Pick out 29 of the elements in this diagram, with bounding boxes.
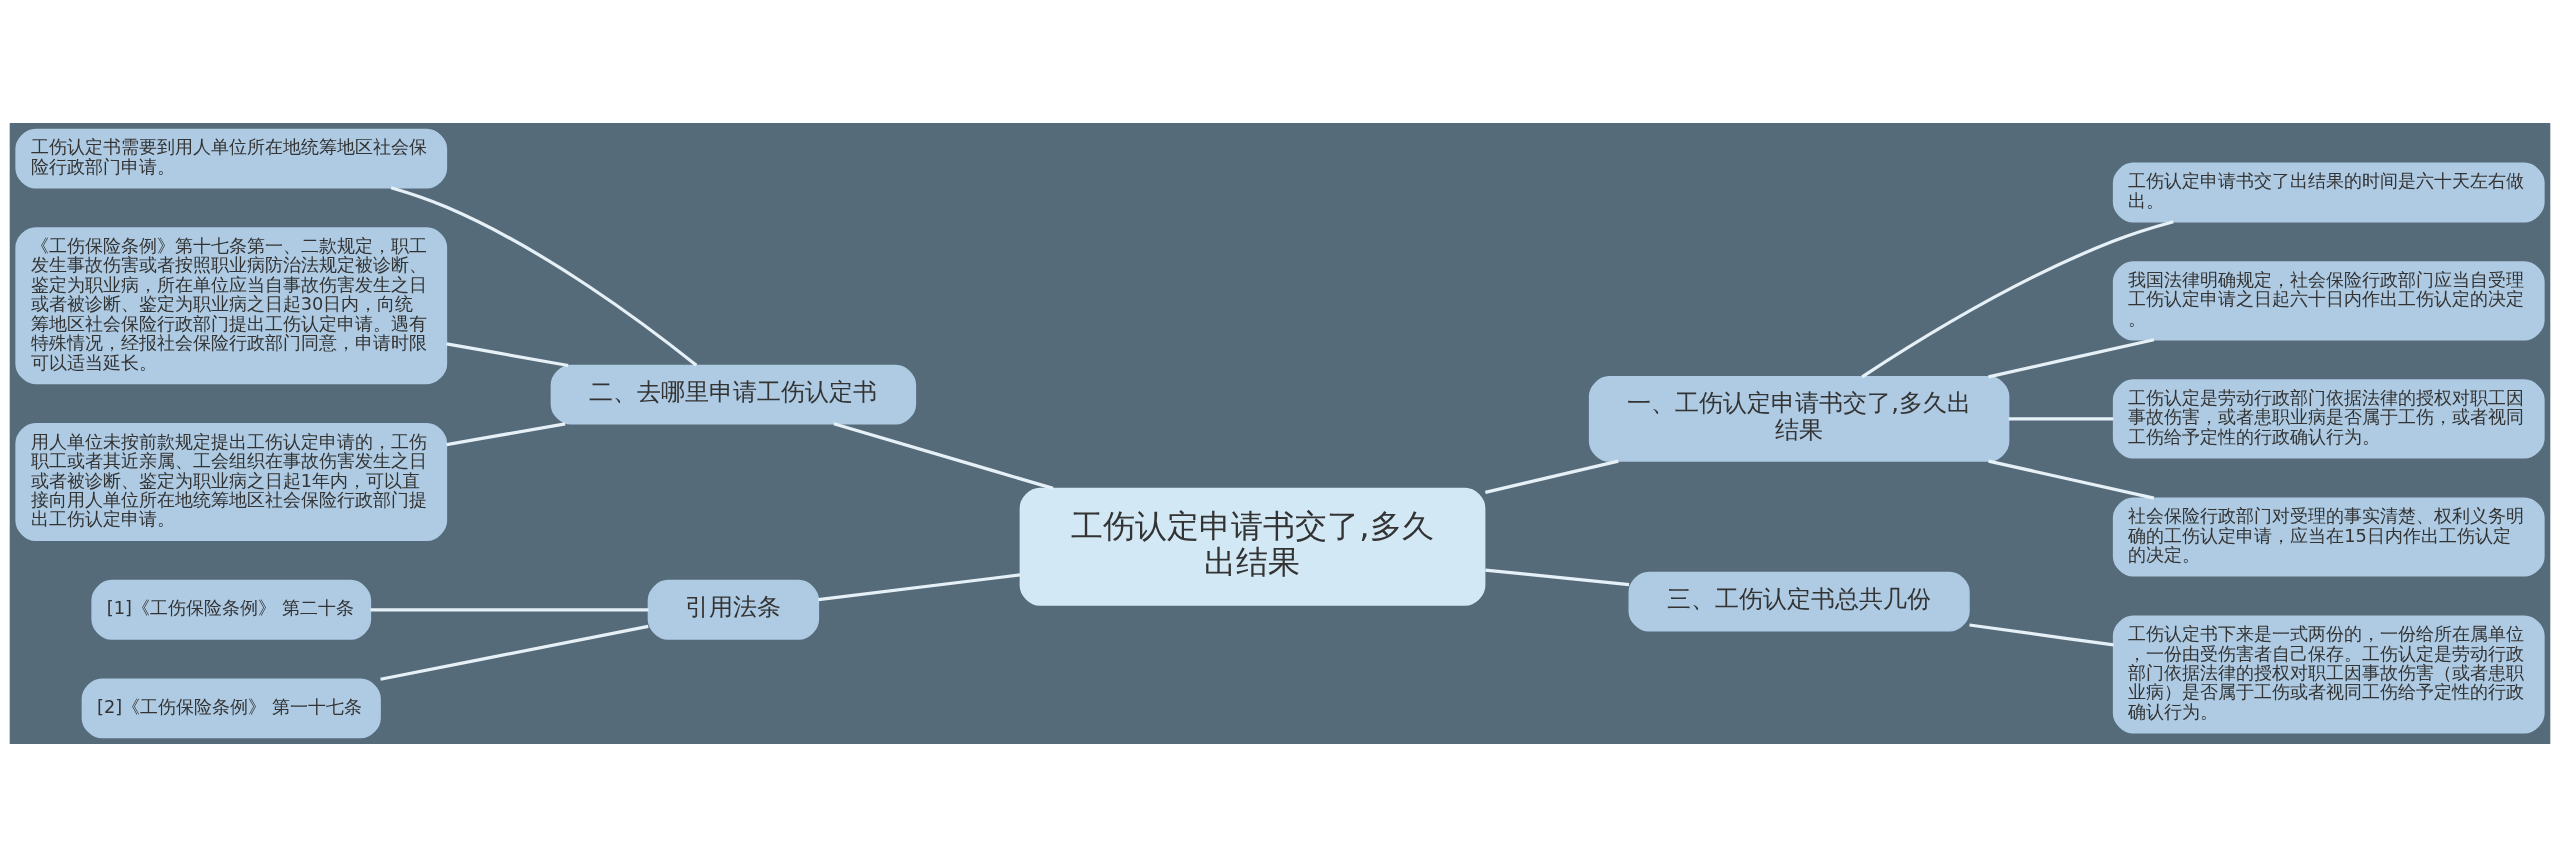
connector bbox=[1485, 568, 1630, 587]
connector bbox=[380, 624, 649, 681]
node-box: 一、工伤认定申请书交了,多久出结果 bbox=[1588, 376, 2010, 462]
connector bbox=[370, 608, 649, 612]
node-box: 工伤认定书下来是一式两份的，一份给所在属单位，一份由受伤害者自己保存。工伤认定是劳动行政部门依据法律的授权对职工因事故伤害（或者患职业病）是否属于工伤或者视同工伤给予定性的行政确认行为。 bbox=[2112, 615, 2545, 734]
connector bbox=[833, 422, 1054, 490]
node-box: 我国法律明确规定，社会保险行政部门应当自受理工伤认定申请之日起六十日内作出工伤认定的决定。 bbox=[2112, 261, 2545, 341]
node-box: 工伤认定申请书交了,多久出结果 bbox=[1019, 487, 1486, 606]
node-box: 工伤认定申请书交了出结果的时间是六十天左右做出。 bbox=[2112, 162, 2545, 223]
node-box: 工伤认定书需要到用人单位所在地统筹地区社会保险行政部门申请。 bbox=[15, 128, 448, 189]
connector bbox=[446, 422, 566, 447]
connector bbox=[2008, 417, 2114, 421]
node-box: 社会保险行政部门对受理的事实清楚、权利义务明确的工伤认定申请，应当在15日内作出工伤认定的决定。 bbox=[2112, 497, 2545, 577]
node-box: 二、去哪里申请工伤认定书 bbox=[550, 364, 917, 425]
node-box: 工伤认定是劳动行政部门依据法律的授权对职工因事故伤害，或者患职业病是否属于工伤，或者视同工伤给予定性的行政确认行为。 bbox=[2112, 379, 2545, 459]
connector bbox=[1861, 220, 2174, 379]
node-box: 用人单位未按前款规定提出工伤认定申请的，工伤职工或者其近亲属、工会组织在事故伤害发生之日或者被诊断、鉴定为职业病之日起1年内，可以直接向用人单位所在地统筹地区社会保险行政部门提出工伤认定申请。 bbox=[15, 423, 448, 542]
connector bbox=[1988, 338, 2155, 379]
connector bbox=[446, 342, 569, 368]
node-box: [1]《工伤保险条例》 第二十条 bbox=[91, 579, 372, 640]
connector bbox=[390, 186, 698, 367]
connector bbox=[1988, 459, 2155, 500]
connector bbox=[818, 573, 1021, 602]
node-box: [2]《工伤保险条例》 第一十七条 bbox=[81, 678, 381, 739]
connector bbox=[1969, 623, 2114, 647]
node-box: 《工伤保险条例》第十七条第一、二款规定，职工发生事故伤害或者按照职业病防治法规定被诊断、鉴定为职业病，所在单位应当自事故伤害发生之日或者被诊断、鉴定为职业病之日起30日内，向统筹地区社会保险行政部门提出工伤认定申请。遇有特殊情况，经报社会保险行政部门同意，申请时限可以适当延长。 bbox=[15, 227, 448, 385]
node-box: 三、工伤认定书总共几份 bbox=[1628, 571, 1970, 632]
connector bbox=[1485, 459, 1619, 494]
node-box: 引用法条 bbox=[647, 579, 820, 640]
